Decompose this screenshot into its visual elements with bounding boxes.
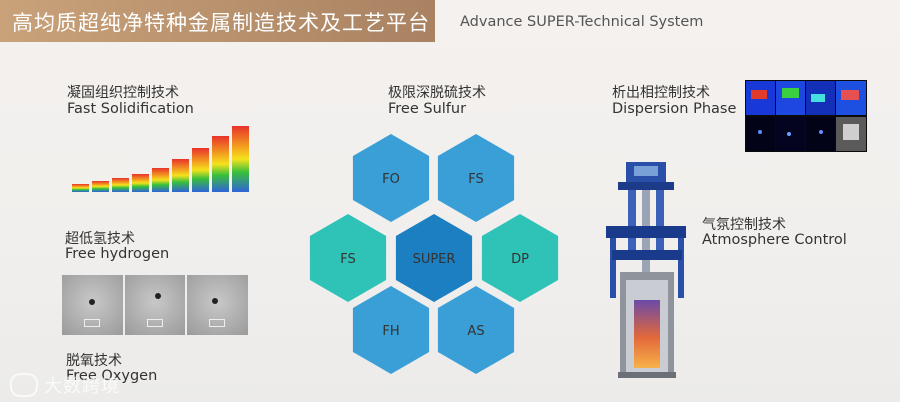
vacuum-furnace-illustration: [598, 162, 698, 380]
fast-solidification-en: Fast Solidification: [67, 101, 194, 117]
dispersion-phase-image-grid: [745, 80, 867, 152]
dispersion-phase-en: Dispersion Phase: [612, 101, 736, 117]
fast-solidification-cn: 凝固组织控制技术: [67, 82, 179, 102]
header-bar: 高均质超纯净特种金属制造技术及工艺平台: [0, 0, 435, 42]
solidification-bar: [92, 181, 109, 192]
dispersion-phase-cn: 析出相控制技术: [612, 82, 710, 102]
solidification-bar: [232, 126, 249, 192]
free-hydrogen-cn: 超低氢技术: [65, 228, 135, 248]
hexagon-group: FO FS FS SUPER DP FH AS: [310, 134, 558, 374]
watermark: 大数跨境: [10, 372, 120, 398]
micrograph-image: [62, 275, 123, 335]
hexagon-label: AS: [467, 324, 484, 339]
watermark-logo-icon: [10, 373, 38, 397]
hexagon-label: SUPER: [413, 252, 456, 267]
watermark-text: 大数跨境: [44, 372, 120, 398]
solidification-bar: [72, 184, 89, 192]
micrograph-image: [125, 275, 186, 335]
solidification-bars-image: [70, 124, 252, 194]
free-hydrogen-en: Free hydrogen: [65, 246, 169, 262]
page-subtitle: Advance SUPER-Technical System: [460, 14, 703, 30]
hexagon-label: FS: [468, 172, 484, 187]
solidification-bar: [132, 174, 149, 192]
page-title: 高均质超纯净特种金属制造技术及工艺平台: [12, 7, 430, 37]
hydrogen-micrograph-strip: [62, 275, 248, 335]
hexagon-label: DP: [511, 252, 529, 267]
free-sulfur-cn: 极限深脱硫技术: [388, 82, 486, 102]
solidification-bar: [172, 159, 189, 192]
hexagon-label: FS: [340, 252, 356, 267]
atmosphere-control-en: Atmosphere Control: [702, 232, 847, 248]
hexagon-label: FO: [382, 172, 400, 187]
free-sulfur-en: Free Sulfur: [388, 101, 466, 117]
micrograph-image: [187, 275, 248, 335]
solidification-bar: [112, 178, 129, 192]
solidification-bar: [212, 136, 229, 192]
solidification-bar-group: [72, 126, 249, 192]
solidification-bar: [192, 148, 209, 192]
atmosphere-control-cn: 气氛控制技术: [702, 214, 786, 234]
solidification-bar: [152, 168, 169, 192]
super-hexagon-diagram: FO FS FS SUPER DP FH AS: [300, 120, 580, 380]
free-oxygen-cn: 脱氧技术: [66, 350, 122, 370]
hexagon-label: FH: [382, 324, 399, 339]
